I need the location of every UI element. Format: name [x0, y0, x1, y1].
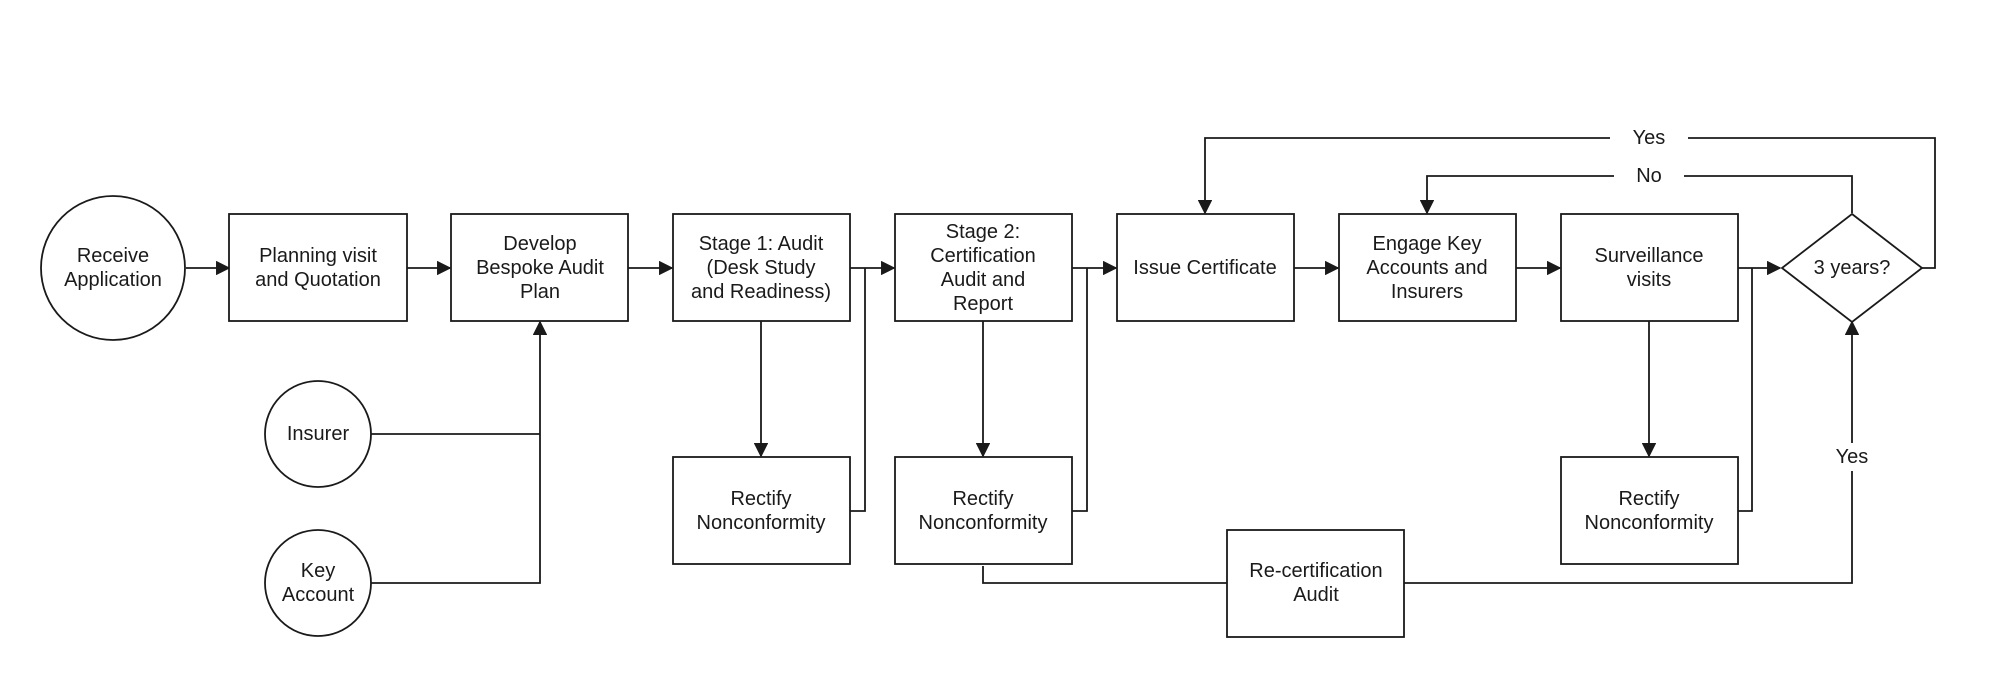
node-label-line: Issue Certificate: [1133, 257, 1276, 279]
edge-recert-yes-to-decision: [1404, 320, 1860, 584]
node-decision-3-years-label: 3 years?: [1814, 257, 1891, 279]
node-label-line: Certification: [930, 245, 1036, 267]
node-label-line: Surveillance: [1595, 245, 1704, 267]
node-label-line: Stage 1: Audit: [699, 233, 824, 255]
node-label-line: Audit and: [941, 269, 1026, 291]
edge-label-yes-top: Yes: [1633, 127, 1666, 149]
edge-rectify1-back: [850, 268, 866, 512]
node-label-line: Planning visit: [259, 245, 377, 267]
edge-rectify2-back: [1072, 268, 1088, 512]
edge-keyaccount-to-develop: [371, 320, 548, 584]
edge-rectify2-to-recert: [982, 566, 1228, 584]
node-insurer: Insurer: [264, 380, 372, 488]
node-issue-certificate: Issue Certificate: [1116, 213, 1295, 322]
edge-label-no-top: No: [1636, 165, 1662, 187]
node-label-line: Nonconformity: [697, 512, 826, 534]
node-label-line: Insurers: [1391, 281, 1463, 303]
node-label-line: (Desk Study: [707, 257, 816, 279]
node-label-line: Accounts and: [1366, 257, 1487, 279]
edge-rectify3-back: [1738, 268, 1753, 512]
edge-label-yes-recert: Yes: [1836, 446, 1869, 468]
node-label-line: Nonconformity: [919, 512, 1048, 534]
node-label-line: Insurer: [287, 423, 350, 445]
node-label-line: Rectify: [730, 488, 791, 510]
node-insurer-label: Insurer: [287, 423, 350, 445]
node-label-line: Audit: [1293, 584, 1339, 606]
node-label-line: Engage Key: [1373, 233, 1482, 255]
node-issue-certificate-label: Issue Certificate: [1133, 257, 1276, 279]
node-label-line: Account: [282, 584, 355, 606]
node-decision-3-years: 3 years?: [1780, 212, 1924, 324]
node-label-line: Key: [301, 560, 335, 582]
node-label-line: Application: [64, 269, 162, 291]
node-label-line: Rectify: [952, 488, 1013, 510]
edge-labels: Yes No Yes: [1610, 124, 1882, 471]
node-label-line: Plan: [520, 281, 560, 303]
node-label-line: Re-certification: [1249, 560, 1382, 582]
node-label-line: Receive: [77, 245, 149, 267]
node-label-line: Nonconformity: [1585, 512, 1714, 534]
node-label-line: Develop: [503, 233, 576, 255]
node-label-line: visits: [1627, 269, 1671, 291]
node-label-line: Report: [953, 293, 1013, 315]
node-label-line: and Readiness): [691, 281, 831, 303]
edge-decision-yes-to-issue: [1197, 137, 1936, 269]
node-label-line: 3 years?: [1814, 257, 1891, 279]
node-label-line: Bespoke Audit: [476, 257, 604, 279]
node-label-line: Stage 2:: [946, 221, 1021, 243]
node-label-line: Rectify: [1618, 488, 1679, 510]
node-label-line: and Quotation: [255, 269, 381, 291]
